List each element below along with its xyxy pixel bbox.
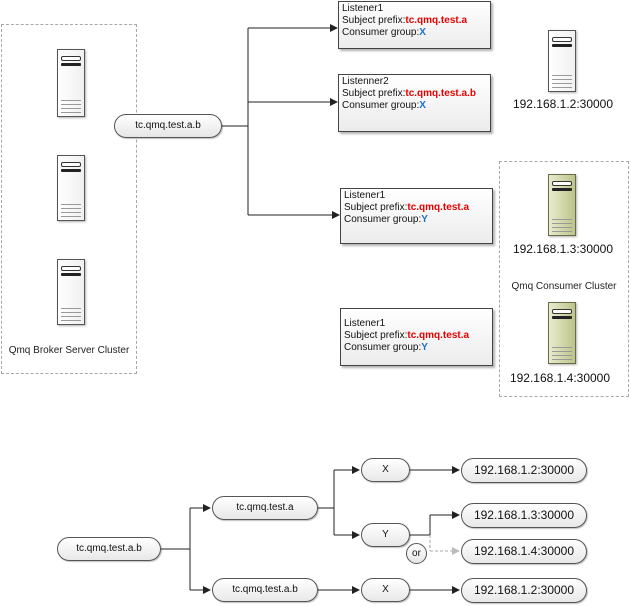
listener-name: Listener1 <box>342 3 384 14</box>
consumer-server-1 <box>548 30 576 92</box>
broker-server-2 <box>57 155 85 221</box>
listener-card-2: Listenner2 Subject prefix:tc.qmq.test.a.… <box>338 74 491 132</box>
root-subject-node: tc.qmq.test.a.b <box>57 537 161 561</box>
subject-node: tc.qmq.test.a.b <box>114 114 222 138</box>
consumer-ip-3: 192.168.1.4:30000 <box>509 371 611 385</box>
prefix-a-node: tc.qmq.test.a <box>212 496 318 520</box>
listener-card-1: Listener1 Subject prefix:tc.qmq.test.a C… <box>338 1 491 49</box>
listener-prefix: Subject prefix:tc.qmq.test.a.b <box>342 88 476 99</box>
consumer-cluster-label: Qmq Consumer Cluster <box>511 281 617 292</box>
target-node-2: 192.168.1.3:30000 <box>461 503 587 528</box>
listener-group: Consumer group:X <box>342 100 426 111</box>
target-node-1: 192.168.1.2:30000 <box>461 458 587 483</box>
or-label: or <box>406 543 427 564</box>
listener-name: Listener1 <box>344 318 386 329</box>
target-node-3: 192.168.1.4:30000 <box>461 539 587 564</box>
prefix-ab-node: tc.qmq.test.a.b <box>212 578 318 602</box>
target-node-4: 192.168.1.2:30000 <box>461 578 587 603</box>
listener-name: Listener1 <box>344 190 386 201</box>
listener-prefix: Subject prefix:tc.qmq.test.a <box>344 330 470 341</box>
broker-server-3 <box>57 259 85 325</box>
listener-prefix: Subject prefix:tc.qmq.test.a <box>342 15 468 26</box>
group-x-node-top: X <box>361 458 410 482</box>
listener-prefix: Subject prefix:tc.qmq.test.a <box>344 202 470 213</box>
listener-group: Consumer group:X <box>342 27 426 38</box>
listener-card-3: Listener1 Subject prefix:tc.qmq.test.a C… <box>340 188 493 244</box>
group-x-node-bottom: X <box>361 578 410 602</box>
consumer-server-3 <box>548 302 576 364</box>
consumer-ip-1: 192.168.1.2:30000 <box>512 97 614 111</box>
consumer-server-2 <box>548 174 576 236</box>
consumer-cluster-box <box>499 161 629 397</box>
alternate-connector <box>429 535 460 555</box>
bottom-connectors <box>161 466 460 594</box>
top-connectors <box>222 24 340 219</box>
listener-name: Listenner2 <box>342 76 389 87</box>
consumer-ip-2: 192.168.1.3:30000 <box>512 242 614 256</box>
listener-group: Consumer group:Y <box>344 342 428 353</box>
broker-cluster-box <box>1 24 137 374</box>
group-y-node: Y <box>361 523 410 547</box>
listener-card-4: Listener1 Subject prefix:tc.qmq.test.a C… <box>340 308 493 366</box>
listener-group: Consumer group:Y <box>344 214 428 225</box>
broker-cluster-label: Qmq Broker Server Cluster <box>8 345 130 356</box>
broker-server-1 <box>57 49 85 117</box>
